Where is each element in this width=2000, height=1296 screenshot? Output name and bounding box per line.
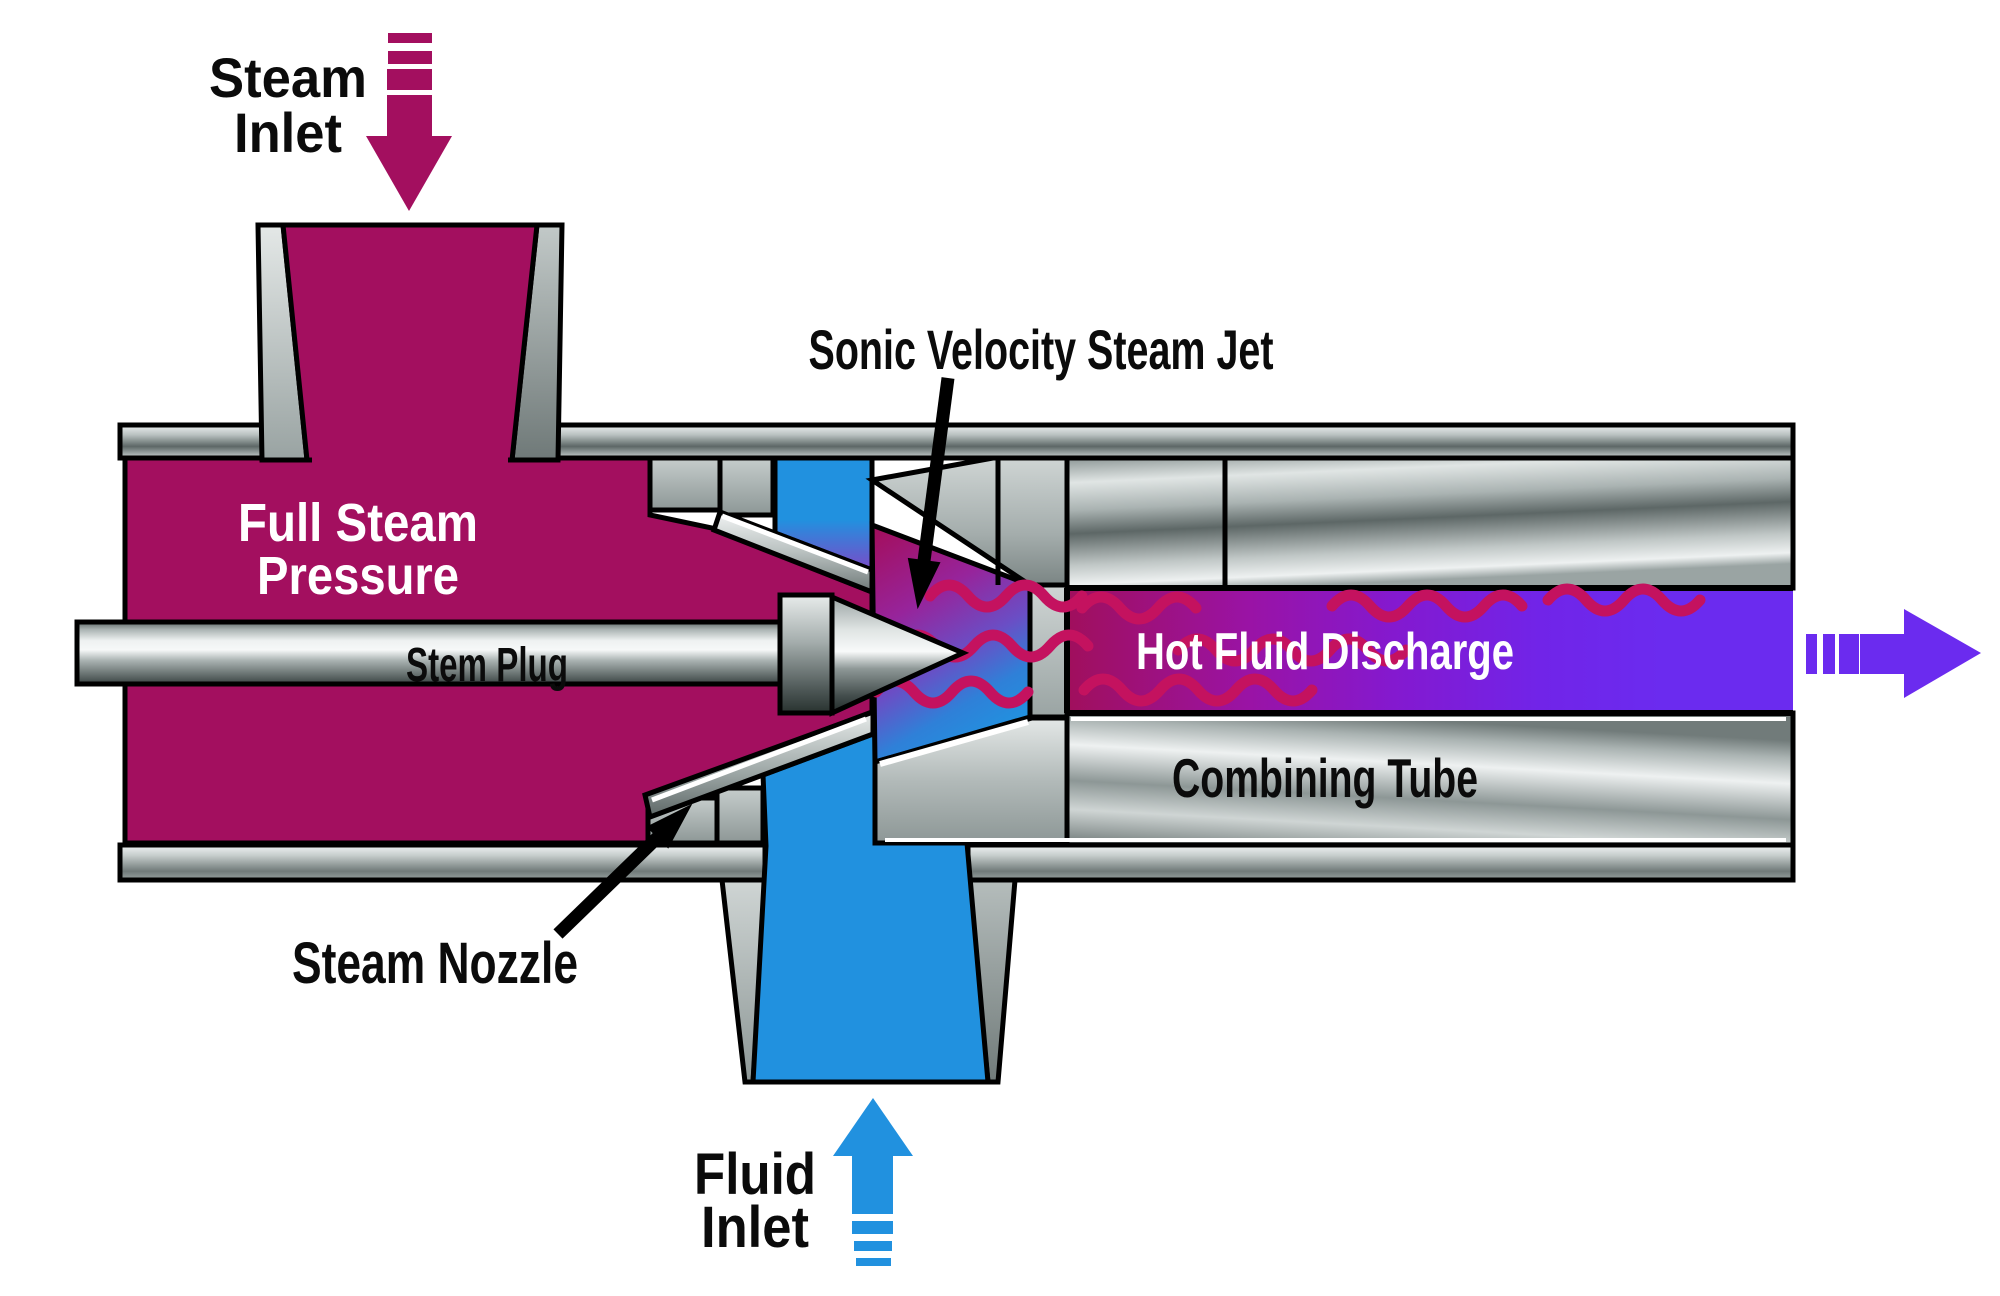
combining-tube-label: Combining Tube bbox=[1172, 747, 1478, 809]
steam-nozzle-label: Steam Nozzle bbox=[292, 931, 578, 996]
steam-inlet-funnel bbox=[255, 222, 565, 466]
wave bbox=[1542, 583, 1706, 617]
fluid-inlet-label-line1: Fluid bbox=[694, 1142, 816, 1207]
discharge-arrow-icon bbox=[1806, 609, 1981, 698]
wave bbox=[924, 579, 1088, 613]
wave bbox=[1076, 591, 1202, 625]
nozzle-block-upper-b bbox=[717, 455, 776, 518]
shell-bottom-wall-left bbox=[117, 842, 768, 883]
stem-plug-collar bbox=[777, 592, 835, 716]
wave bbox=[1078, 673, 1318, 707]
hot-fluid-discharge-label: Hot Fluid Discharge bbox=[1136, 623, 1514, 681]
nozzle-block-lower-b bbox=[714, 785, 766, 846]
nozzle-block-upper-a bbox=[647, 455, 723, 513]
entrance-lower-highlight bbox=[879, 719, 1029, 767]
wave bbox=[1326, 589, 1528, 623]
sonic-velocity-steam-jet-label: Sonic Velocity Steam Jet bbox=[809, 318, 1274, 381]
combining-tube-lower-wall bbox=[1064, 710, 1796, 848]
steam-funnel-joint bbox=[312, 450, 508, 466]
nozzle-plate-lower-highlight bbox=[651, 716, 867, 803]
steam-nozzle-pointer-arrow bbox=[553, 803, 693, 939]
steam-funnel-channel bbox=[280, 222, 540, 463]
fluid-inlet-label-line2: Inlet bbox=[701, 1195, 809, 1260]
stem-plug-cone bbox=[829, 593, 970, 717]
full-steam-pressure-label-line1: Full Steam bbox=[238, 493, 478, 553]
stem-plug-label: Stem Plug bbox=[406, 639, 568, 692]
wave bbox=[1172, 633, 1412, 667]
shell-bottom-wall-right bbox=[965, 842, 1796, 883]
steam-inlet-arrow-icon bbox=[366, 33, 452, 211]
sonic-jet-pointer-arrow bbox=[907, 377, 955, 610]
combining-tube-upper-wall bbox=[1064, 455, 1796, 591]
steam-inlet-label-line2: Inlet bbox=[234, 101, 342, 164]
nozzle-plate-upper-highlight bbox=[721, 513, 869, 575]
full-steam-pressure-label-line2: Pressure bbox=[257, 546, 459, 606]
fluid-inlet-arrow-icon bbox=[833, 1098, 913, 1266]
steam-inlet-label-line1: Steam bbox=[209, 46, 367, 109]
